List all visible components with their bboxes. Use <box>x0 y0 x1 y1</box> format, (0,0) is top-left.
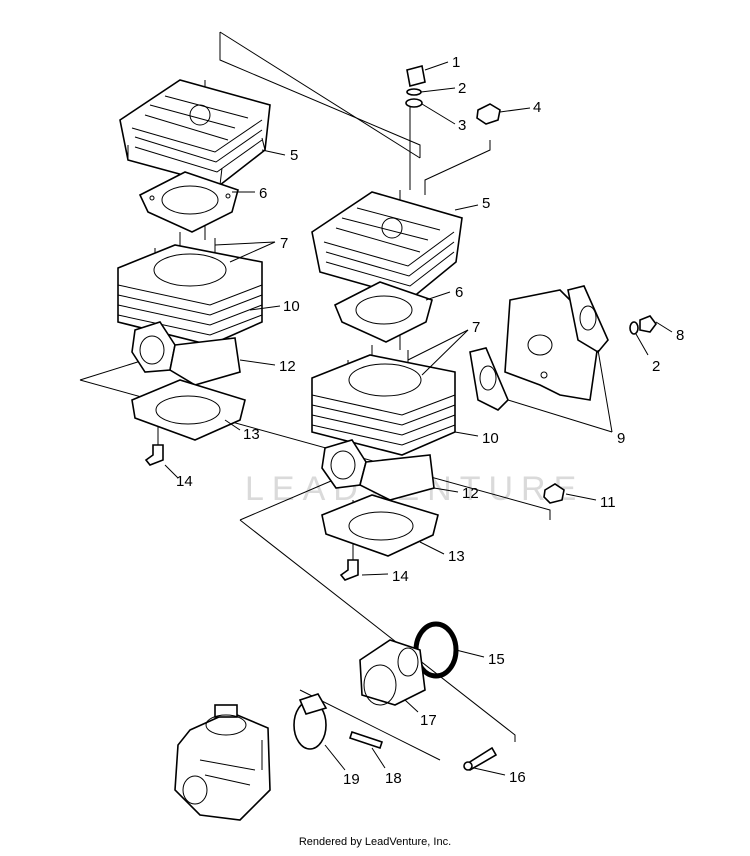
callout-17: 17 <box>420 712 437 729</box>
cylinder-right <box>311 354 456 501</box>
callout-14-right: 14 <box>392 568 409 585</box>
callout-7-left: 7 <box>280 235 288 252</box>
callout-3: 3 <box>458 117 466 134</box>
callout-18: 18 <box>385 770 402 787</box>
callout-5-right: 5 <box>482 195 490 212</box>
callout-8: 8 <box>676 327 684 344</box>
callout-12-left: 12 <box>279 358 296 375</box>
fitting-right <box>339 559 359 581</box>
callout-6-left: 6 <box>259 185 267 202</box>
callout-7-right: 7 <box>472 319 480 336</box>
callout-6-right: 6 <box>455 284 463 301</box>
callout-2-right: 2 <box>652 358 660 375</box>
callout-14-left: 14 <box>176 473 193 490</box>
callout-10-left: 10 <box>283 298 300 315</box>
callout-9: 9 <box>617 430 625 447</box>
render-credit: Rendered by LeadVenture, Inc. <box>298 836 452 848</box>
callout-11: 11 <box>600 494 616 511</box>
callout-4: 4 <box>533 99 541 116</box>
base-gasket-left <box>131 379 246 441</box>
callout-numbers: 1 2 5 3 4 6 5 7 6 10 7 8 12 2 13 9 10 14… <box>176 54 684 788</box>
callout-15: 15 <box>488 651 505 668</box>
callout-16: 16 <box>509 769 526 786</box>
cylinder-left <box>117 244 263 386</box>
callout-10-right: 10 <box>482 430 499 447</box>
small-hardware-top <box>405 65 501 125</box>
cylinder-head-right <box>311 191 463 299</box>
callout-19: 19 <box>343 771 360 788</box>
callout-13-right: 13 <box>448 548 465 565</box>
head-gasket-right <box>333 281 433 343</box>
head-gasket-left <box>138 171 239 233</box>
callout-12-right: 12 <box>462 485 479 502</box>
callout-2-top: 2 <box>458 80 466 97</box>
callout-1: 1 <box>452 54 460 71</box>
callout-leaders <box>164 61 673 776</box>
callout-5-left: 5 <box>290 147 298 164</box>
fitting-left <box>144 444 164 466</box>
callout-13-left: 13 <box>243 426 260 443</box>
exhaust-bracket <box>469 285 657 504</box>
intake-assembly <box>174 621 498 821</box>
cylinder-head-left <box>119 79 271 186</box>
base-gasket-right <box>321 494 439 557</box>
